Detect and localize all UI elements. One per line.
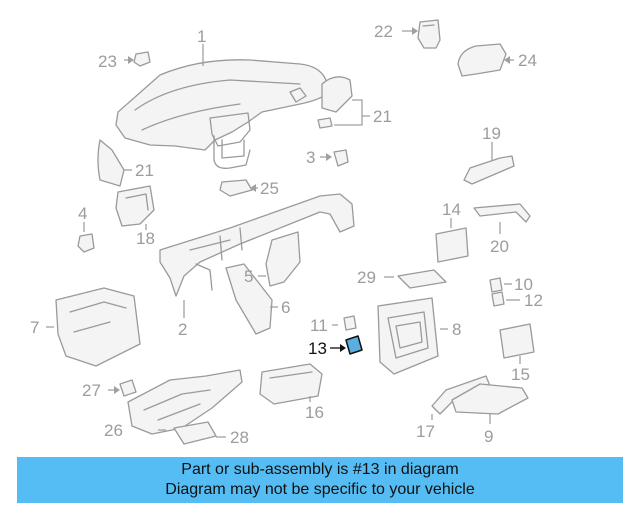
callout-25: 25 — [260, 179, 279, 198]
part-26-glove-box — [127, 369, 243, 435]
part-16-duct — [259, 363, 323, 405]
part-info-banner: Part or sub-assembly is #13 in diagram D… — [17, 457, 623, 503]
banner-line-1: Part or sub-assembly is #13 in diagram — [181, 461, 459, 478]
callout-12: 12 — [524, 291, 543, 310]
part-21-trim-upper — [317, 76, 353, 129]
part-2-reinforcement — [159, 193, 355, 297]
callout-23: 23 — [98, 52, 117, 71]
callout-13-highlighted: 13 — [308, 339, 327, 358]
part-18-vent-bracket — [115, 185, 155, 227]
part-8-bezel — [377, 297, 439, 375]
part-9-panel — [451, 383, 529, 415]
callout-16: 16 — [305, 403, 324, 422]
part-15-panel — [499, 323, 535, 359]
part-28-pocket — [173, 421, 217, 445]
banner-line-2: Diagram may not be specific to your vehi… — [165, 481, 475, 498]
part-23-clip — [133, 51, 151, 67]
part-6-brace — [225, 263, 273, 335]
callout-22: 22 — [374, 22, 393, 41]
part-19-duct — [463, 155, 515, 185]
callout-26: 26 — [104, 421, 123, 440]
callout-21b: 21 — [135, 161, 154, 180]
part-11-clip — [343, 315, 357, 331]
part-7-box — [55, 287, 141, 367]
part-4-clip — [77, 233, 95, 253]
callout-5: 5 — [244, 267, 253, 286]
part-25-bracket — [219, 179, 253, 197]
callout-21a: 21 — [373, 107, 392, 126]
part-27-latch — [119, 379, 137, 397]
part-10-clip — [489, 277, 503, 293]
part-22-switch — [417, 19, 441, 49]
callout-3: 3 — [306, 148, 315, 167]
part-29-plate — [397, 269, 447, 289]
callout-2: 2 — [178, 320, 187, 339]
callout-11: 11 — [310, 316, 328, 335]
callout-20: 20 — [490, 237, 509, 256]
callout-18: 18 — [136, 229, 155, 248]
part-14-panel — [435, 227, 469, 263]
part-12-clip — [491, 291, 505, 307]
callout-28: 28 — [230, 428, 249, 447]
callout-9: 9 — [484, 427, 493, 446]
callout-10: 10 — [514, 275, 533, 294]
callout-19: 19 — [482, 124, 501, 143]
callout-1: 1 — [197, 27, 206, 46]
part-5-bracket — [265, 231, 301, 287]
callout-8: 8 — [452, 320, 461, 339]
part-13-highlighted — [345, 335, 363, 355]
part-24-cover — [457, 43, 507, 77]
callout-24: 24 — [518, 51, 537, 70]
part-3-clip — [333, 149, 349, 167]
callout-4: 4 — [78, 204, 87, 223]
part-1-instrument-panel — [115, 59, 331, 169]
part-21-trim-left — [97, 139, 125, 187]
callout-15: 15 — [511, 365, 530, 384]
callout-6: 6 — [281, 298, 290, 317]
callout-27: 27 — [82, 381, 101, 400]
callout-29: 29 — [357, 268, 376, 287]
callout-7: 7 — [30, 318, 39, 337]
part-20-trim — [473, 203, 531, 223]
callout-17: 17 — [416, 422, 435, 441]
parts-diagram: 1 22 23 24 21 21 19 3 25 14 4 18 20 5 29… — [30, 19, 543, 447]
callout-14: 14 — [442, 200, 461, 219]
